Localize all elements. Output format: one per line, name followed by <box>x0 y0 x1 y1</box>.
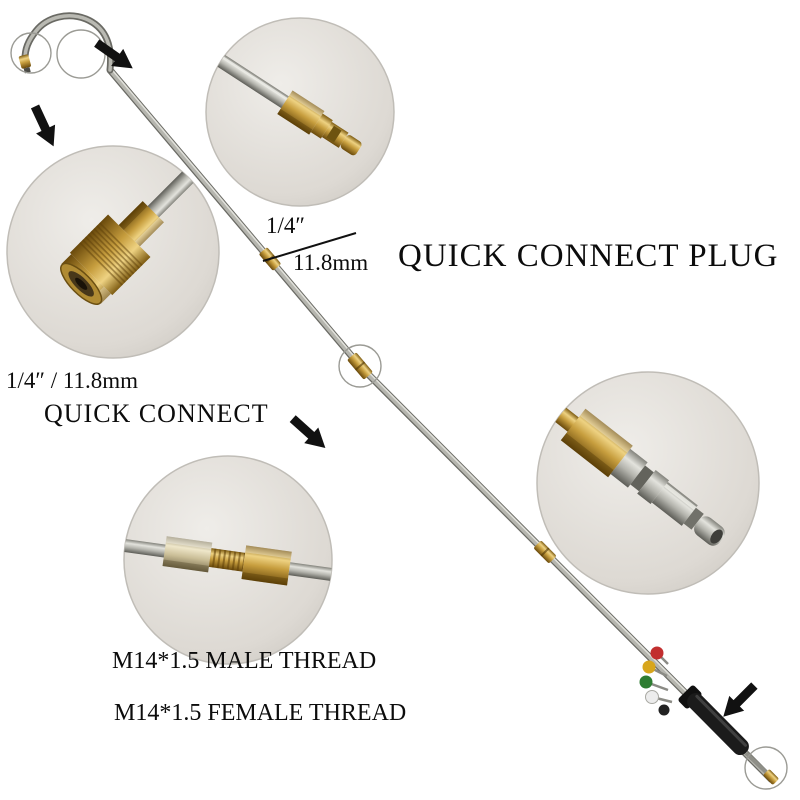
hex-facet-highlight <box>245 545 292 559</box>
hex-facet-highlight <box>289 90 325 117</box>
nozzle-tip-black <box>658 704 670 716</box>
coupler-steel-rod <box>146 165 200 219</box>
nozzle-tip-yellow <box>642 660 656 674</box>
spare-nozzle-cluster <box>639 646 673 716</box>
label-plug-size-numerator: 1/4″ <box>266 213 305 238</box>
coupling-seam <box>354 361 366 371</box>
plug-tip <box>340 135 362 156</box>
callout-plug-content <box>212 51 362 156</box>
nozzle-tip-white <box>645 690 659 704</box>
wand-end-rod <box>744 751 770 776</box>
hook-tip-highlight-circle <box>10 32 52 74</box>
arrow-icon <box>723 682 758 717</box>
hook-body <box>23 14 113 72</box>
fraction-divider-line <box>262 232 357 262</box>
arrow-to-coupler-callout <box>30 104 56 147</box>
steel-collar <box>610 448 648 488</box>
plug-neck <box>683 507 704 530</box>
arrow-icon <box>30 104 56 147</box>
brass-hex-nut <box>560 408 633 478</box>
brass-hex-nut <box>277 90 325 135</box>
plug-orifice <box>710 529 723 544</box>
hook-bend-highlight-circle <box>56 29 106 79</box>
callout-thread-photo <box>123 455 333 665</box>
callout-steel-plug-content <box>543 398 725 546</box>
hex-facet-shade <box>560 433 614 478</box>
callout-coupler-photo <box>6 145 220 359</box>
knurl-texture <box>79 220 145 286</box>
left-rod <box>124 537 168 558</box>
plug-steel-rod <box>212 51 291 110</box>
hook-nozzle-tip <box>18 54 31 74</box>
coupling-highlight-circle <box>338 344 382 388</box>
label-quick-connect-plug: QUICK CONNECT PLUG <box>398 238 779 274</box>
male-hex-nut <box>241 545 292 586</box>
rod-coupling-2 <box>347 353 373 379</box>
wand-end-tip <box>763 769 779 785</box>
label-plug-size-denominator: 11.8mm <box>293 250 369 275</box>
label-female-thread: M14*1.5 FEMALE THREAD <box>114 700 407 726</box>
hook-tip-brass <box>18 54 31 69</box>
arrow-to-nozzle-grip <box>723 682 758 717</box>
coupler-socket-hole <box>75 277 88 290</box>
plug-collar <box>310 113 333 139</box>
callout-plug-photo <box>205 17 395 207</box>
right-rod <box>288 562 332 583</box>
arrow-icon <box>94 39 133 69</box>
arrow-to-rod-start <box>94 39 133 69</box>
shaft-shine <box>664 483 697 511</box>
nozzle-grip <box>687 692 749 756</box>
hex-facet-shade <box>118 201 148 231</box>
coupling-seam <box>540 547 550 557</box>
hex-facet-shade <box>277 108 313 135</box>
plug-groove <box>326 125 342 143</box>
plug-band <box>637 469 670 505</box>
grip-body <box>687 692 749 756</box>
thread-ridges <box>208 548 246 572</box>
hex-facet-shade <box>241 572 289 586</box>
callout-steel-plug-photo <box>536 371 760 595</box>
nozzle-tip-green <box>639 675 653 689</box>
grip-highlight <box>695 694 748 747</box>
plug-shaft <box>651 481 698 526</box>
nozzle-tip-red <box>650 646 664 660</box>
hex-facet-highlight <box>579 408 633 453</box>
wand-hook <box>18 12 115 74</box>
label-quick-connect: QUICK CONNECT <box>44 399 269 428</box>
hex-facet-highlight <box>165 536 213 550</box>
rod-coupling-3 <box>534 541 556 563</box>
callout-thread-content <box>124 536 332 586</box>
female-hex-nut <box>162 536 213 573</box>
label-coupler-size: 1/4″ / 11.8mm <box>6 368 139 393</box>
label-male-thread: M14*1.5 MALE THREAD <box>112 648 377 674</box>
hex-facet-highlight <box>134 217 164 247</box>
nozzle-tip-highlight-circle <box>744 746 788 790</box>
rod-shine <box>217 53 290 102</box>
arrow-to-thread-location <box>289 415 326 449</box>
brass-hex-adapter <box>118 201 164 247</box>
arrow-icon <box>289 415 326 449</box>
hex-facet-shade <box>162 559 209 573</box>
plug-groove <box>630 465 654 492</box>
callout-coupler-content <box>60 165 200 305</box>
end-tip-brass <box>763 769 779 785</box>
